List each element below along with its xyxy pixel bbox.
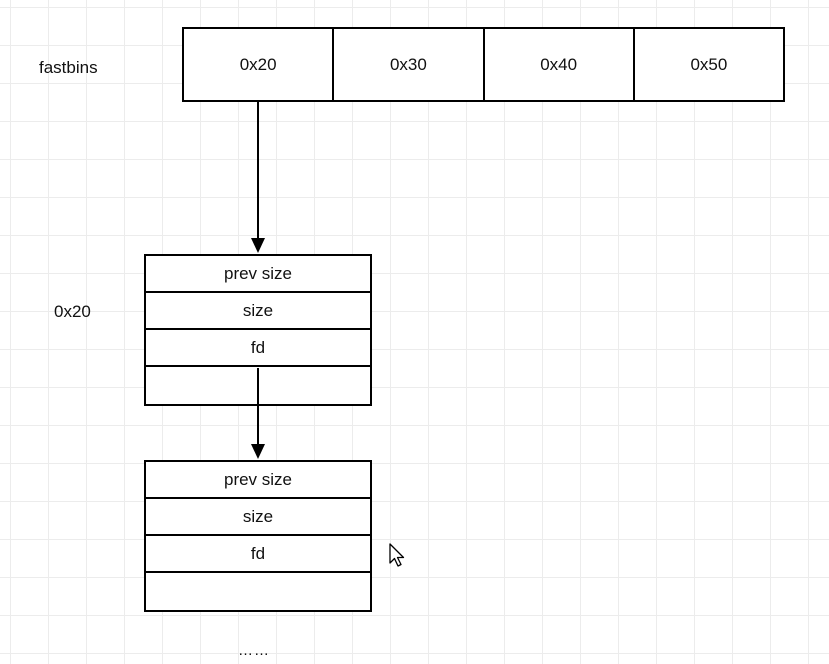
- continuation-ellipsis: ……: [238, 642, 270, 659]
- arrow-down-icon: [251, 368, 265, 459]
- arrow-down-icon: [251, 102, 265, 253]
- chunk-2-size: size: [146, 499, 370, 536]
- fastbins-label: fastbins: [39, 58, 98, 77]
- mouse-cursor-icon: [389, 543, 405, 567]
- bin-0x30: 0x30: [334, 29, 485, 100]
- chunk-1-size: size: [146, 293, 370, 330]
- chunk-1: prev size size fd: [144, 254, 372, 406]
- bin-0x40: 0x40: [485, 29, 635, 100]
- bin-0x20: 0x20: [184, 29, 335, 100]
- fastbins-array: 0x20 0x30 0x40 0x50: [182, 27, 785, 102]
- chunk-2-prev-size: prev size: [146, 462, 370, 499]
- chunk-2: prev size size fd: [144, 460, 372, 612]
- chunk-1-fd: fd: [146, 330, 370, 367]
- chunk-2-fd: fd: [146, 536, 370, 573]
- chunk-size-label: 0x20: [54, 302, 91, 321]
- bin-0x50: 0x50: [690, 54, 728, 74]
- chunk-1-prev-size: prev size: [146, 256, 370, 293]
